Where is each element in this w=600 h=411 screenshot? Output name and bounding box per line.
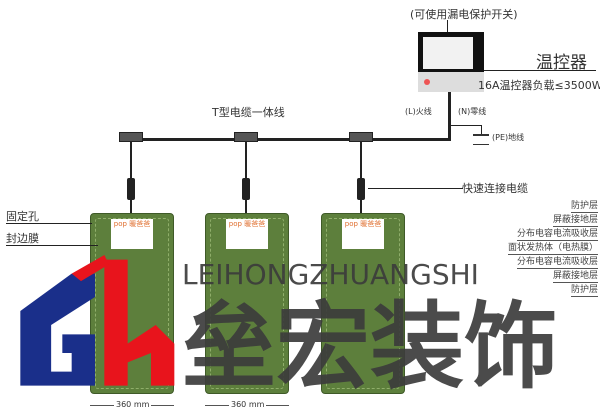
thermostat-load: 16A温控器负载≤3500W xyxy=(478,79,600,92)
thermostat-screen xyxy=(423,37,473,69)
layer-label: 防护层 xyxy=(570,285,598,297)
layer-label: 面状发热体（电热膜） xyxy=(507,243,598,255)
watermark-logo xyxy=(20,255,175,386)
brand-label: pop 暖爸爸 xyxy=(342,219,384,249)
heating-panel: pop 暖爸爸 xyxy=(321,213,405,394)
layer-label: 分布电容电流吸收层 xyxy=(516,229,598,241)
main-cable xyxy=(130,138,451,141)
watermark-text: 垒宏装饰 xyxy=(182,293,559,402)
fixing-hole-label: 固定孔 xyxy=(6,210,39,223)
cable-plug xyxy=(242,178,250,200)
cable-plug xyxy=(357,178,365,200)
thermostat-device xyxy=(418,32,484,92)
cable-plug xyxy=(127,178,135,200)
live-wire-label: (L)火线 xyxy=(405,107,432,116)
heating-panel: pop 暖爸爸 xyxy=(90,213,174,394)
switch-note: (可使用漏电保护开关) xyxy=(410,8,518,21)
thermostat-title: 温控器 xyxy=(536,53,587,73)
power-led-icon xyxy=(424,79,430,85)
layer-label: 屏蔽接地层 xyxy=(552,271,598,283)
quick-connect-label: 快速连接电缆 xyxy=(462,182,528,195)
brand-label: pop 暖爸爸 xyxy=(226,219,268,249)
layer-label: 分布电容电流吸收层 xyxy=(516,257,598,269)
dimension-label: 360 mm xyxy=(229,400,267,409)
dimension-label: 360 mm xyxy=(114,400,152,409)
neutral-wire-label: (N)零线 xyxy=(458,107,487,116)
heating-panel: pop 暖爸爸 xyxy=(205,213,289,394)
layer-label: 屏蔽接地层 xyxy=(552,215,598,227)
layer-label: 防护层 xyxy=(570,201,598,213)
ground-icon xyxy=(473,134,489,145)
edge-film-label: 封边膜 xyxy=(6,232,39,245)
brand-label: pop 暖爸爸 xyxy=(111,219,153,249)
cable-label: T型电缆一体线 xyxy=(212,106,285,119)
earth-wire-label: (PE)地线 xyxy=(492,133,525,142)
watermark-pinyin: LEIHONGZHUANGSHI xyxy=(182,258,479,291)
